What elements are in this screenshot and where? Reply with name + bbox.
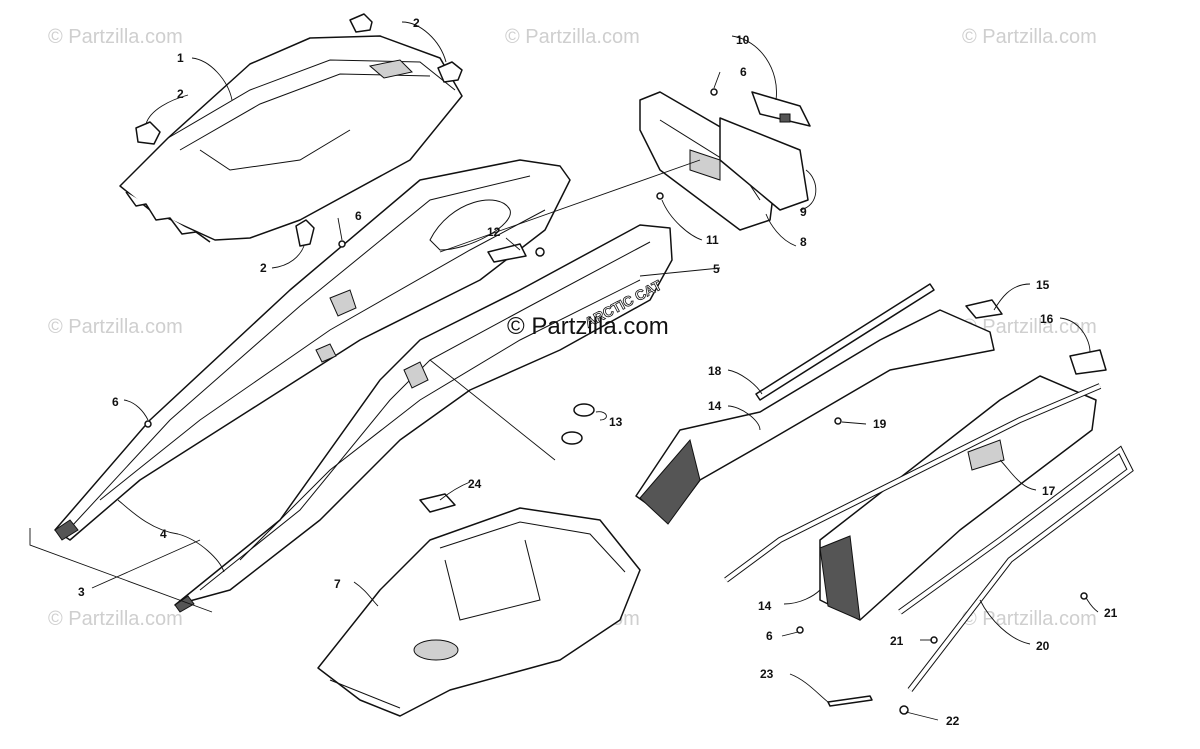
- part-15-decal[interactable]: [965, 299, 1003, 319]
- callout-2-bottom: 2: [260, 261, 267, 275]
- callout-23: 23: [760, 667, 774, 681]
- callout-numbers: 1 2 2 2 3 4 5 6 6 6 6 7 8 9 10 11 12 13 …: [78, 16, 1118, 728]
- callout-2-top: 2: [413, 16, 420, 30]
- callout-14-lower: 14: [758, 599, 772, 613]
- watermark-bottom-left: © Partzilla.com: [48, 608, 183, 630]
- part-2-clip-top[interactable]: [349, 13, 373, 33]
- callout-8: 8: [800, 235, 807, 249]
- part-6-screw-a[interactable]: [338, 240, 346, 248]
- part-2-clip-left[interactable]: [135, 121, 161, 145]
- callout-19: 19: [873, 417, 887, 431]
- part-1-seat-cover[interactable]: [119, 35, 463, 243]
- part-21-rivet-b[interactable]: [1080, 592, 1088, 600]
- watermark-center: © Partzilla.com: [507, 313, 669, 340]
- part-6-screw-b[interactable]: [144, 420, 152, 428]
- watermark-mid-left: © Partzilla.com: [48, 316, 183, 338]
- callout-16: 16: [1040, 312, 1054, 326]
- part-8-rear-bracket[interactable]: [639, 91, 776, 231]
- callout-12: 12: [487, 225, 501, 239]
- callout-20: 20: [1036, 639, 1050, 653]
- part-22-nut[interactable]: [899, 705, 909, 715]
- part-20-rail[interactable]: [724, 383, 1134, 692]
- callout-1: 1: [177, 51, 184, 65]
- watermark-bottom-right: © Partzilla.com: [962, 608, 1097, 630]
- callout-15: 15: [1036, 278, 1050, 292]
- part-11-screw[interactable]: [656, 192, 664, 200]
- callout-22: 22: [946, 714, 960, 728]
- callout-6-top: 6: [355, 209, 362, 223]
- callout-13: 13: [609, 415, 623, 429]
- part-13-plug[interactable]: [561, 403, 595, 445]
- part-24-decal[interactable]: [419, 493, 456, 513]
- callout-7: 7: [334, 577, 341, 591]
- callout-24: 24: [468, 477, 482, 491]
- callout-6-rear: 6: [740, 65, 747, 79]
- watermark-top-right: © Partzilla.com: [962, 26, 1097, 48]
- callout-3: 3: [78, 585, 85, 599]
- part-19-screw[interactable]: [834, 417, 842, 425]
- callout-18: 18: [708, 364, 722, 378]
- part-6-screw-d[interactable]: [796, 626, 804, 634]
- part-10-tail-light[interactable]: [751, 91, 811, 127]
- part-12-fastener[interactable]: [487, 243, 545, 263]
- callout-14-upper: 14: [708, 399, 722, 413]
- callout-17: 17: [1042, 484, 1056, 498]
- part-2-clip-right[interactable]: [437, 61, 463, 83]
- watermark-top-left: © Partzilla.com: [48, 26, 183, 48]
- part-14-rear-bumper-lower[interactable]: [819, 375, 1097, 621]
- part-23-bolt[interactable]: [827, 695, 873, 707]
- callout-6-bottom: 6: [766, 629, 773, 643]
- callout-6-left: 6: [112, 395, 119, 409]
- callout-21-left: 21: [890, 634, 904, 648]
- part-16-decal[interactable]: [1069, 349, 1107, 375]
- callout-4: 4: [160, 527, 167, 541]
- part-2-clip-bottom[interactable]: [295, 219, 315, 247]
- part-4-side-panel[interactable]: [54, 159, 571, 541]
- part-14-grab-handle-upper[interactable]: [635, 309, 995, 525]
- callout-5: 5: [713, 262, 720, 276]
- callout-21-right: 21: [1104, 606, 1118, 620]
- callout-11: 11: [706, 233, 719, 247]
- part-9-reflector[interactable]: [719, 117, 809, 211]
- watermark-mid-right: © Partzilla.com: [962, 316, 1097, 338]
- callout-10: 10: [736, 33, 750, 47]
- callout-leaders: [91, 21, 1099, 721]
- part-7-storage-tub[interactable]: [317, 507, 641, 717]
- callout-9: 9: [800, 205, 807, 219]
- part-18-trim-strip[interactable]: [755, 283, 935, 401]
- watermark-top-center: © Partzilla.com: [505, 26, 640, 48]
- callout-2-left: 2: [177, 87, 184, 101]
- part-6-screw-c[interactable]: [710, 88, 718, 96]
